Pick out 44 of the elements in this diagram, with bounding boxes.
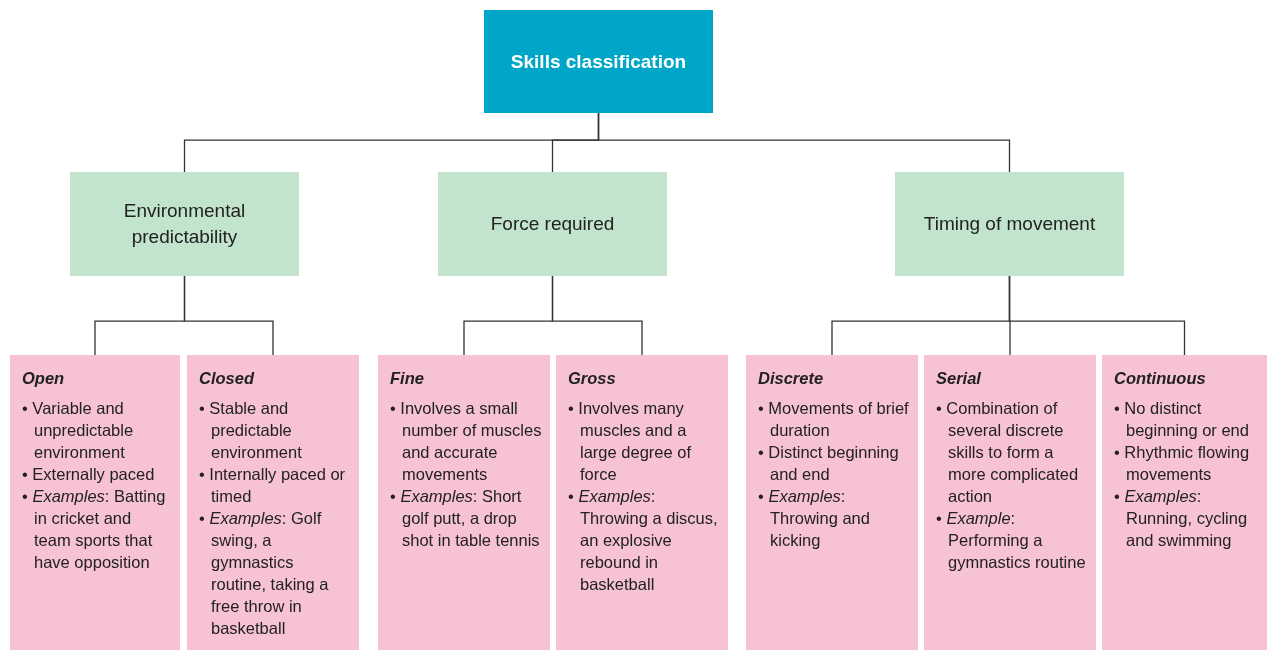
title-box xyxy=(484,10,713,113)
category-box xyxy=(895,172,1124,276)
category-heading: Open xyxy=(22,368,66,389)
connector-line xyxy=(551,275,643,356)
bullet-item: • Involves a small number of muscles and accurate movements xyxy=(390,398,542,485)
box-label: Skills classification xyxy=(510,50,687,73)
bullet-item: • Externally paced xyxy=(22,464,156,485)
bullet-item: • Examples: Short golf putt, a drop shot in table tennis xyxy=(390,486,541,551)
bullet-item: • Examples: Throwing a discus, an explosive rebound in basketball xyxy=(568,486,719,595)
skill-type-box xyxy=(556,355,728,650)
bullet-item: • Rhythmic flowing movements xyxy=(1114,442,1251,485)
bullet-item: • Examples: Running, cycling and swimming xyxy=(1114,486,1249,551)
skill-type-box xyxy=(10,355,180,650)
bullet-item: • Movements of brief duration xyxy=(758,398,910,441)
category-heading: Serial xyxy=(936,368,982,389)
connector-line xyxy=(183,275,274,356)
category-heading: Continuous xyxy=(1114,368,1207,389)
bullet-item: • Example: Performing a gymnastics routine xyxy=(936,508,1087,573)
bullet-item: • Internally paced or timed xyxy=(199,464,347,507)
bullet-item: • No distinct beginning or end xyxy=(1114,398,1250,441)
box-label: Force required xyxy=(490,212,615,236)
bullet-item: • Combination of several discrete skills to form a more complicated action xyxy=(936,398,1080,507)
category-heading: Fine xyxy=(390,368,425,389)
skill-type-box xyxy=(187,355,359,650)
bullet-item: • Examples: Golf swing, a gymnastics routine, taking a free throw in basketball xyxy=(199,508,330,639)
bullet-item: • Involves many muscles and a large degree of force xyxy=(568,398,692,485)
skill-type-box xyxy=(1102,355,1267,650)
box-label: Timing of movement xyxy=(923,212,1096,236)
bullet-item: • Variable and unpredictable environment xyxy=(22,398,135,463)
category-heading: Closed xyxy=(199,368,256,389)
connector-line xyxy=(597,112,1011,173)
bullet-item: • Stable and predictable environment xyxy=(199,398,303,463)
skill-type-box xyxy=(378,355,550,650)
bullet-item: • Distinct beginning and end xyxy=(758,442,900,485)
box-label: Environmental predictability xyxy=(122,199,247,249)
category-heading: Gross xyxy=(568,368,617,389)
connector-line xyxy=(1008,275,1186,356)
bullet-item: • Examples: Batting in cricket and team sports that have opposition xyxy=(22,486,167,573)
bullet-item: • Examples: Throwing and kicking xyxy=(758,486,871,551)
skill-type-box xyxy=(746,355,918,650)
category-heading: Discrete xyxy=(758,368,825,389)
category-box xyxy=(70,172,299,276)
category-box xyxy=(438,172,667,276)
skill-type-box xyxy=(924,355,1096,650)
